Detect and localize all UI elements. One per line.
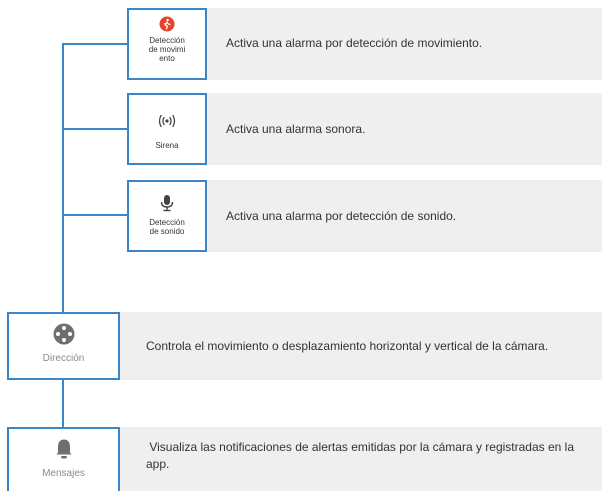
siren-description: Activa una alarma sonora. <box>226 121 366 136</box>
messages-label: Mensajes <box>42 468 85 479</box>
connector-siren <box>62 128 128 130</box>
motion-detection-description-panel: Activa una alarma por detección de movim… <box>207 8 602 80</box>
siren-icon <box>156 114 178 128</box>
messages-button[interactable]: Mensajes <box>7 427 120 491</box>
sound-detection-description-panel: Activa una alarma por detección de sonid… <box>207 180 602 252</box>
messages-description-panel: Visualiza las notificaciones de alertas … <box>120 427 602 491</box>
bell-icon <box>55 438 73 460</box>
connector-motion <box>62 43 128 45</box>
direction-label: Dirección <box>42 353 85 364</box>
tree-trunk-line <box>62 43 64 313</box>
siren-button[interactable]: Sirena <box>127 93 207 165</box>
connector-direction-to-messages <box>62 380 64 428</box>
direction-description-panel: Controla el movimiento o desplazamiento … <box>120 312 602 380</box>
motion-detection-description: Activa una alarma por detección de movim… <box>226 35 483 50</box>
direction-pad-icon <box>53 323 75 345</box>
connector-sound <box>62 214 128 216</box>
direction-description: Controla el movimiento o desplazamiento … <box>146 338 549 353</box>
direction-button[interactable]: Dirección <box>7 312 120 380</box>
messages-description: Visualiza las notificaciones de alertas … <box>146 440 578 471</box>
sound-detection-icon <box>160 194 174 212</box>
motion-detection-icon <box>159 16 175 32</box>
sound-detection-description: Activa una alarma por detección de sonid… <box>226 208 457 223</box>
siren-label: Sirena <box>155 141 179 150</box>
siren-description-panel: Activa una alarma sonora. <box>207 93 602 165</box>
